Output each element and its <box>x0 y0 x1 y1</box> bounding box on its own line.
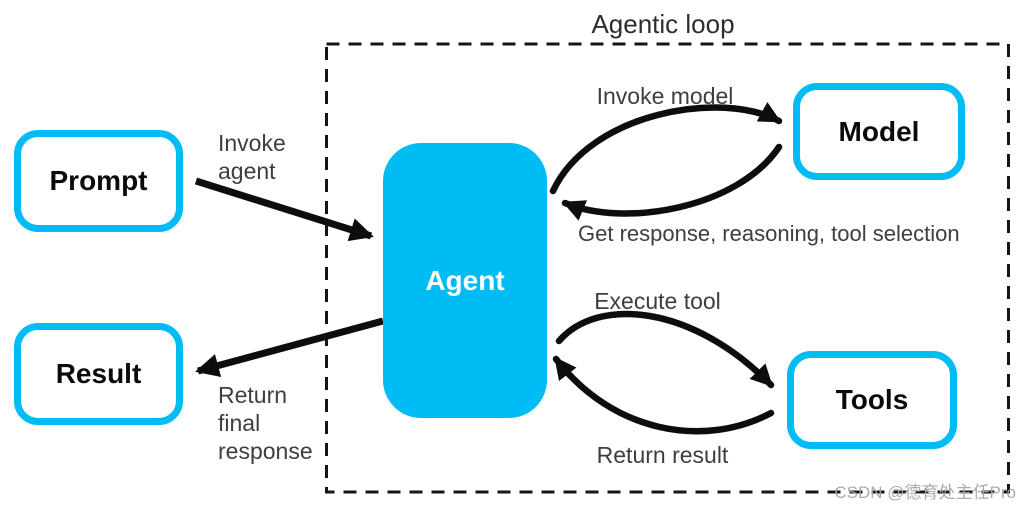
tools-node-label: Tools <box>835 384 909 415</box>
invoke-model-arrow <box>549 102 783 195</box>
invoke-agent-arrow <box>194 177 374 242</box>
prompt-node: Prompt <box>14 130 183 232</box>
execute-tool-label: Execute tool <box>594 288 721 314</box>
invoke-agent-label: Invoke agent <box>218 130 286 184</box>
invoke-model-label: Invoke model <box>596 83 734 109</box>
csdn-watermark: CSDN @德育处主任Pro <box>834 483 1016 502</box>
return-result-arrow <box>552 355 775 435</box>
return-final-response-label: Return final response <box>218 382 313 464</box>
tools-node: Tools <box>787 351 957 449</box>
result-node: Result <box>14 323 183 425</box>
agent-node-label: Agent <box>425 264 505 296</box>
result-node-label: Result <box>55 358 142 389</box>
agent-node: Agent <box>383 143 547 418</box>
prompt-node-label: Prompt <box>49 165 148 196</box>
model-node-label: Model <box>838 115 920 147</box>
return-final-response-arrow <box>195 317 384 378</box>
get-response-label: Get response, reasoning, tool selection <box>578 221 960 246</box>
get-response-arrow <box>561 143 783 221</box>
diagram-title: Agentic loop <box>591 9 735 39</box>
execute-tool-arrow <box>555 310 775 389</box>
agentic-loop-boundary <box>325 42 1010 494</box>
return-result-label: Return result <box>596 442 729 468</box>
model-node: Model <box>793 83 965 180</box>
